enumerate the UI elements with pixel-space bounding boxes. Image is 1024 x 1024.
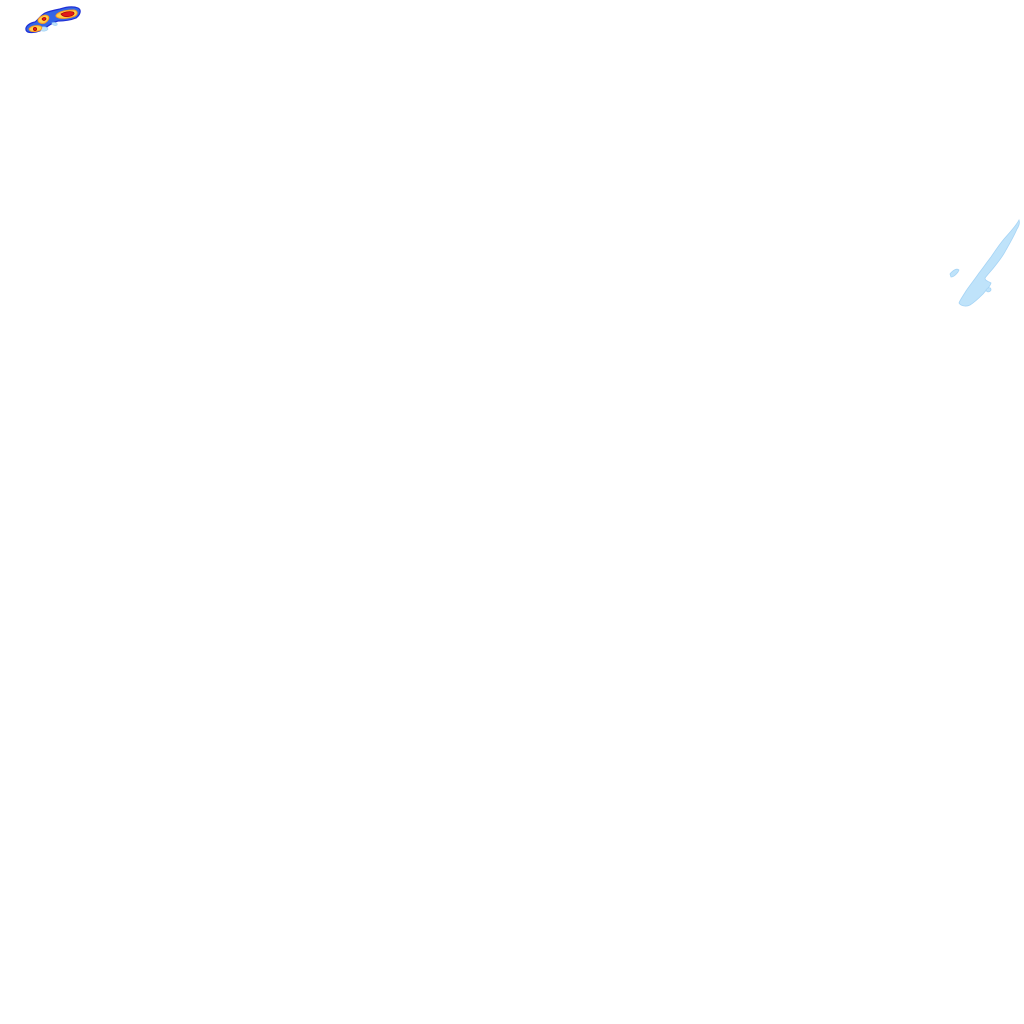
echo-light-speck — [949, 268, 960, 278]
precip-band-east — [949, 218, 1020, 307]
echo-light-fringe — [51, 22, 58, 26]
echo-light-band — [958, 218, 1020, 307]
echo-intense-core — [60, 11, 75, 17]
echo-light-speck — [985, 287, 992, 293]
echo-intense-core — [41, 17, 47, 21]
echo-intense-core — [33, 26, 38, 31]
storm-cluster-northwest — [25, 6, 81, 34]
